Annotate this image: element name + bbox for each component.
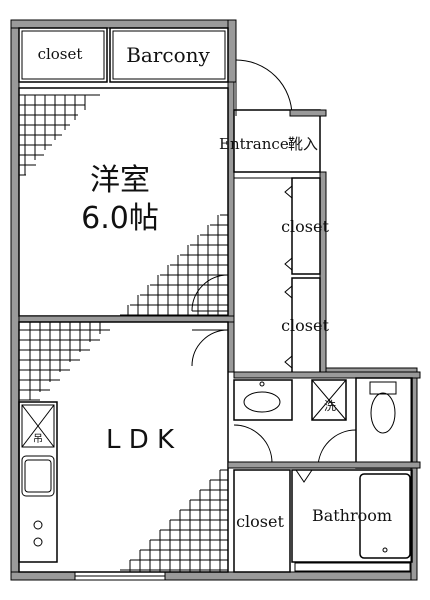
door-toilet bbox=[317, 429, 357, 469]
label-western-room-line2: 6.0帖 bbox=[81, 201, 159, 236]
bathroom-room bbox=[291, 469, 413, 563]
toilet-bowl bbox=[370, 392, 396, 434]
label-bathroom: Bathroom bbox=[312, 506, 392, 525]
bathtub bbox=[359, 473, 411, 559]
label-ldk: L D K bbox=[106, 425, 175, 455]
outer-walls bbox=[10, 19, 418, 581]
door-ldk bbox=[191, 329, 229, 367]
toilet-room bbox=[355, 377, 413, 469]
washbasin bbox=[243, 391, 281, 413]
label-entrance-jp: 靴入 bbox=[288, 135, 318, 153]
label-washer-mark: 洗 bbox=[324, 399, 336, 413]
closet-top-box bbox=[18, 27, 108, 83]
label-closet-top: closet bbox=[38, 45, 83, 63]
barcony-box bbox=[109, 27, 229, 83]
divider-wall bbox=[18, 315, 235, 323]
label-stove-mark: 吊 bbox=[33, 433, 43, 445]
sink bbox=[21, 455, 55, 497]
closet-mid1-box bbox=[291, 177, 321, 275]
door-wash bbox=[233, 424, 273, 464]
label-closet-mid2: closet bbox=[281, 316, 329, 335]
washer-box bbox=[311, 379, 347, 421]
closet-bottom-box bbox=[233, 469, 291, 573]
grid-pattern-top bbox=[19, 94, 100, 176]
stove-burner-1 bbox=[33, 520, 43, 530]
toilet-tank bbox=[369, 381, 397, 395]
label-barcony: Barcony bbox=[126, 43, 210, 67]
door-entrance bbox=[235, 59, 293, 117]
door-western bbox=[191, 274, 229, 312]
grid-pattern-mid bbox=[120, 214, 228, 316]
label-closet-bottom: closet bbox=[236, 512, 284, 531]
grid-pattern-ldk-top bbox=[19, 322, 110, 401]
label-entrance: Entrance bbox=[219, 135, 289, 153]
grid-pattern-ldk-bottom bbox=[120, 469, 228, 572]
label-western-room-line1: 洋室 bbox=[90, 163, 150, 198]
entrance-area bbox=[233, 109, 321, 173]
stove-burner-2 bbox=[33, 537, 43, 547]
washbasin-box bbox=[233, 379, 293, 421]
kitchen-counter bbox=[18, 401, 58, 563]
window-bath-bottom bbox=[294, 562, 411, 572]
label-closet-mid1: closet bbox=[281, 217, 329, 236]
